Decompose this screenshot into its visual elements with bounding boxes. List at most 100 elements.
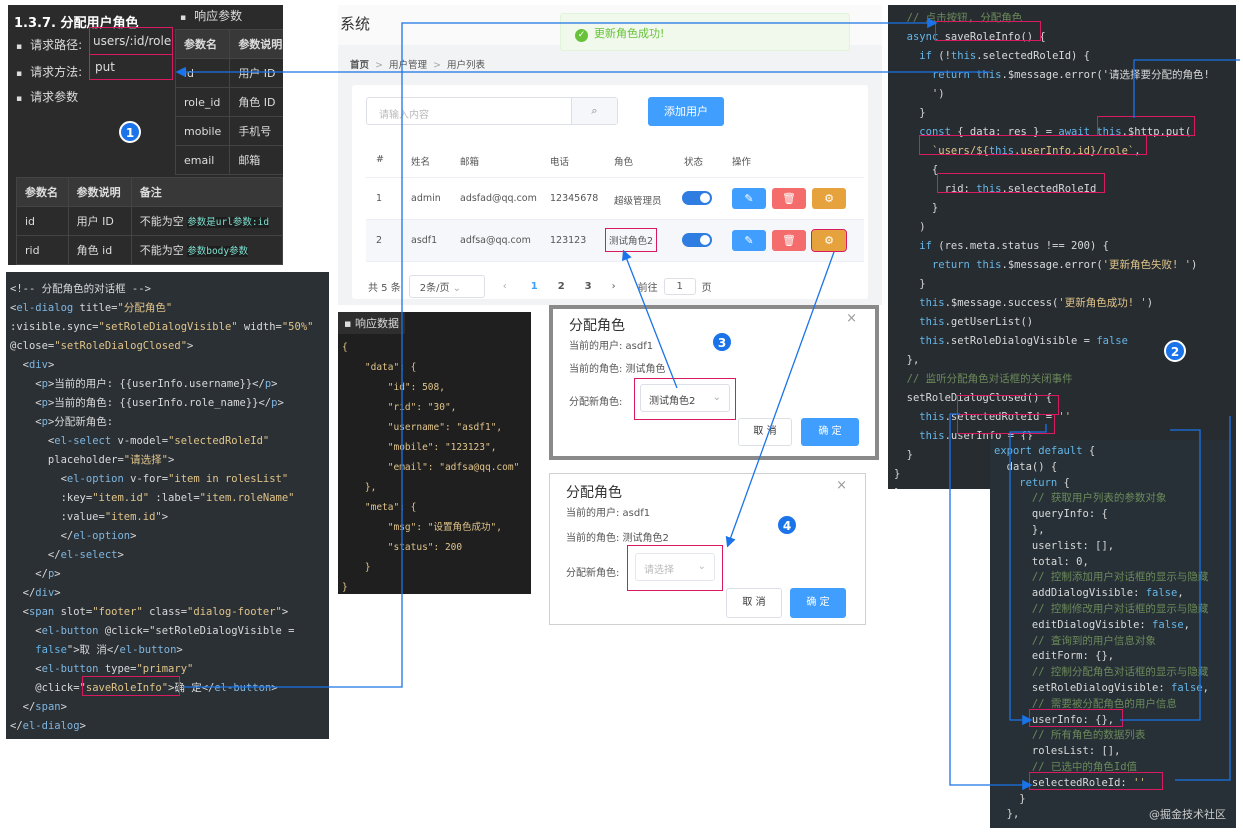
settings-icon[interactable]: ⚙ (811, 229, 847, 252)
json-line: }, (342, 482, 377, 493)
role-select[interactable]: 请选择⌄ (635, 553, 715, 581)
code-line: if (!this.selectedRoleId) { (919, 50, 1091, 62)
resp-params-label: 响应参数 (180, 7, 242, 24)
code-line: </el-option> (10, 530, 137, 542)
code-line: :key="item.id" :label="item.roleName" (10, 492, 295, 504)
current-user: 当前的用户: asdf1 (566, 508, 651, 519)
user-list-app: 系统 ✓更新角色成功! 首页>用户管理>用户列表 请输入内容 ⌕ 添加用户 # … (338, 5, 882, 305)
code-line: <el-dialog title="分配角色" (10, 302, 173, 314)
app-title: 系统 (340, 15, 371, 33)
req-method: 请求方法: (16, 63, 82, 80)
json-line: "rid": "30", (342, 402, 457, 413)
user-list-card: 请输入内容 ⌕ 添加用户 # 姓名 邮箱 电话 角色 状态 操作 1 admin… (352, 85, 868, 299)
code-line: <el-select v-model="selectedRoleId" (10, 435, 270, 447)
code-line: }, (994, 523, 1045, 536)
code-line: } (894, 278, 926, 290)
code-line: // 已选中的角色Id值 (994, 760, 1138, 773)
edit-icon[interactable]: ✎ (732, 230, 766, 251)
step-badge-4: 4 (776, 514, 798, 536)
check-circle-icon: ✓ (575, 29, 588, 42)
code-block: export default { data() { return { // 获取… (990, 440, 1236, 823)
code-line: selectedRoleId: '' (994, 776, 1146, 789)
table-header-row: # 姓名 邮箱 电话 角色 状态 操作 (366, 140, 864, 178)
current-role: 当前的角色: 测试角色2 (566, 533, 669, 544)
code-line: // 点击按钮, 分配角色 (894, 12, 1023, 24)
code-line: { (894, 164, 939, 176)
code-line: @close="setRoleDialogClosed"> (10, 340, 194, 352)
success-toast: ✓更新角色成功! (560, 13, 850, 51)
close-icon[interactable]: × (846, 311, 857, 326)
code-line: editForm: {}, (994, 650, 1115, 663)
role-select[interactable]: 测试角色2⌄ (640, 384, 730, 412)
json-line: "status": 200 (342, 542, 463, 553)
step-badge-3: 3 (711, 331, 733, 353)
cancel-button[interactable]: 取 消 (738, 418, 792, 446)
close-icon[interactable]: × (836, 478, 847, 493)
code-line: this.getUserList() (919, 316, 1034, 328)
table-row: 1 admin adsfad@qq.com 12345678 超级管理员 ✎🗑⚙ (366, 178, 864, 220)
code-line: </el-select> (10, 549, 124, 561)
json-line: } (342, 582, 348, 593)
dialog-title: 分配角色 (566, 485, 622, 501)
assign-role-dialog-3: 分配角色 × 当前的用户: asdf1 当前的角色: 测试角色 分配新角色: 测… (549, 305, 879, 460)
edit-icon[interactable]: ✎ (732, 188, 766, 209)
new-role-label: 分配新角色: (569, 397, 623, 408)
page-1[interactable]: 1 (530, 281, 538, 292)
th: 参数名 (174, 29, 231, 59)
code-line: `users/${this.userInfo.id}/role`, (931, 145, 1141, 157)
step-badge-1: 1 (119, 121, 141, 143)
confirm-button[interactable]: 确 定 (801, 418, 859, 446)
api-doc-panel: 1.3.7. 分配用户角色 响应参数 请求路径: users/:id/role … (8, 5, 283, 265)
search-input-wrap: 请输入内容 ⌕ (366, 97, 618, 125)
cancel-button[interactable]: 取 消 (726, 588, 782, 618)
next-page-icon[interactable]: › (611, 281, 616, 292)
status-toggle[interactable] (682, 191, 712, 205)
breadcrumb-home[interactable]: 首页 (350, 60, 370, 71)
search-input[interactable]: 请输入内容 (379, 110, 429, 121)
delete-icon[interactable]: 🗑 (772, 230, 806, 251)
code-line: :visible.sync="setRoleDialogVisible" wid… (10, 321, 314, 333)
code-line: false">取 消</el-button> (35, 644, 183, 656)
page-size-select[interactable]: 2条/页 ⌄ (408, 275, 485, 298)
page-3[interactable]: 3 (584, 281, 592, 292)
code-line: queryInfo: { (994, 508, 1108, 521)
code-block: // 点击按钮, 分配角色 async saveRoleInfo() { if … (888, 5, 1236, 489)
page-2[interactable]: 2 (557, 281, 565, 292)
code-line: // 所有角色的数据列表 (994, 729, 1146, 742)
code-line: // 控制修改用户对话框的显示与隐藏 (994, 602, 1209, 615)
doc-title: 1.3.7. 分配用户角色 (14, 16, 139, 31)
goto-input[interactable]: 1 (663, 278, 696, 295)
req-path: 请求路径: (16, 36, 82, 53)
dialog-title: 分配角色 (569, 318, 625, 334)
breadcrumb-users[interactable]: 用户管理 (388, 60, 427, 71)
confirm-button[interactable]: 确 定 (790, 588, 846, 618)
req-path-value: users/:id/role (89, 27, 173, 55)
code-line: }, (994, 808, 1020, 821)
code-line: data() { (994, 460, 1058, 473)
code-line: ) (894, 221, 926, 233)
json-line: "mobile": "123123", (342, 442, 497, 453)
settings-icon[interactable]: ⚙ (812, 188, 846, 209)
dialog-template-code: <!-- 分配角色的对话框 --><el-dialog title="分配角色"… (6, 272, 329, 739)
resp-data-label: ▪ 响应数据 (338, 312, 405, 334)
code-line: rid: this.selectedRoleId (894, 183, 1097, 195)
code-line: userlist: [], (994, 539, 1115, 552)
current-role: 当前的角色: 测试角色 (569, 364, 666, 375)
assign-role-dialog-4: 分配角色 × 当前的用户: asdf1 当前的角色: 测试角色2 分配新角色: … (549, 473, 866, 625)
prev-page-icon[interactable]: ‹ (502, 281, 507, 292)
status-toggle[interactable] (682, 233, 712, 247)
code-line: </el-dialog> (10, 720, 86, 732)
delete-icon[interactable]: 🗑 (772, 188, 806, 209)
search-icon[interactable]: ⌕ (571, 98, 617, 124)
add-user-button[interactable]: 添加用户 (648, 97, 724, 126)
json-line: "email": "adfsa@qq.com" (342, 462, 520, 473)
code-line: // 查询到的用户信息对象 (994, 634, 1156, 647)
code-line: } (894, 202, 939, 214)
code-line: <div> (10, 359, 55, 371)
